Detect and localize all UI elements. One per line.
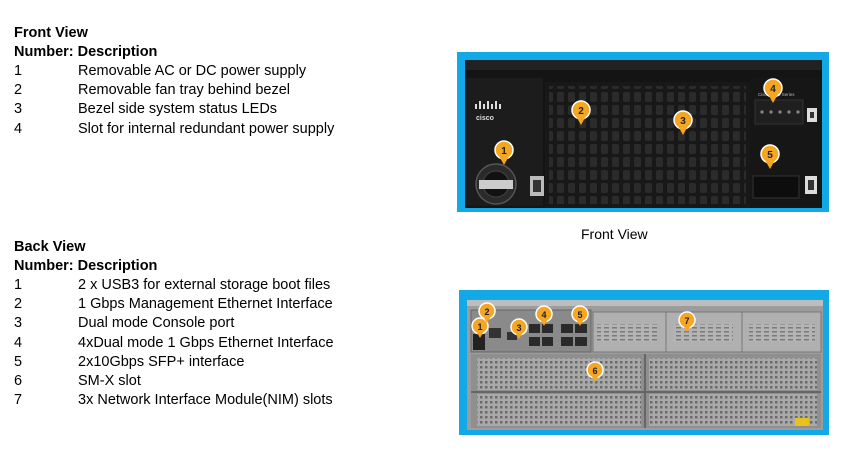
item-description: 2 x USB3 for external storage boot files [78,277,331,293]
front-view-photo: cisco Cisco 4000 Series 1 2 3 4 5 [457,52,829,212]
callout-1: 1 [471,317,489,338]
router-back-illustration: 1 2 3 4 5 6 7 [467,300,823,430]
svg-text:7: 7 [684,316,689,326]
ethernet-ports [529,324,553,346]
item-number: 6 [14,373,23,390]
item-description: 3x Network Interface Module(NIM) slots [78,392,333,409]
item-number: 1 [14,63,23,79]
list-item: 2 Removable fan tray behind bezel [14,81,334,100]
svg-text:2: 2 [484,307,489,317]
list-item: 2 1 Gbps Management Ethernet Interface [14,295,334,314]
item-number: 4 [14,120,23,137]
list-item: 7 3x Network Interface Module(NIM) slots [14,391,334,410]
list-item: 4 4xDual mode 1 Gbps Ethernet Interface [14,334,334,353]
back-view-heading: Back View [14,239,86,255]
item-number: 2 [14,82,23,99]
front-view-subheading: Number: Description [14,44,158,60]
svg-text:4: 4 [770,84,776,95]
svg-text:1: 1 [501,146,507,157]
item-description: Removable fan tray behind bezel [78,82,290,99]
item-description: 2x10Gbps SFP+ interface [78,353,245,370]
list-item: 3 Bezel side system status LEDs [14,100,334,119]
svg-text:1: 1 [477,322,482,332]
warning-label [795,418,809,426]
list-item: 6 SM-X slot [14,372,334,391]
svg-text:5: 5 [577,310,582,320]
callout-4: 4 [535,305,553,326]
management-port [489,328,501,338]
item-description: Dual mode Console port [78,315,235,332]
svg-text:3: 3 [516,323,521,333]
svg-text:6: 6 [592,366,597,376]
svg-text:cisco: cisco [476,115,494,122]
item-number: 7 [14,392,23,409]
item-description: Bezel side system status LEDs [78,101,278,118]
item-description: Slot for internal redundant power supply [78,120,335,137]
back-view-section: Back View Number: Description 1 2 x USB3 … [14,238,334,410]
router-front-illustration: cisco Cisco 4000 Series 1 2 3 4 5 [465,60,822,208]
item-number: 4 [14,334,23,351]
console-port [507,332,517,340]
callout-5: 5 [571,305,589,326]
item-number: 2 [14,296,23,313]
list-item: 3 Dual mode Console port [14,314,334,333]
callout-6: 6 [586,361,604,382]
list-item: 1 2 x USB3 for external storage boot file… [14,276,334,295]
item-description: 4xDual mode 1 Gbps Ethernet Interface [78,334,334,351]
item-number: 3 [14,315,23,332]
cisco-logo: cisco [475,101,501,122]
redundant-psu-slot [752,175,800,199]
callout-7: 7 [678,311,696,332]
svg-text:5: 5 [767,150,773,161]
front-view-caption: Front View [581,226,648,242]
callout-5: 5 [760,144,780,169]
back-view-photo: 1 2 3 4 5 6 7 [459,290,829,435]
item-description: Removable AC or DC power supply [78,63,307,79]
item-number: 1 [14,277,23,293]
svg-text:3: 3 [680,116,686,127]
sfp-ports [561,324,587,346]
item-description: SM-X slot [78,373,141,390]
list-item: 4 Slot for internal redundant power suppl… [14,120,334,139]
back-view-subheading: Number: Description [14,258,158,274]
front-view-heading: Front View [14,25,88,41]
list-item: 5 2x10Gbps SFP+ interface [14,353,334,372]
callout-3: 3 [510,318,528,339]
psu-label [479,180,513,189]
callout-2: 2 [571,100,591,125]
callout-1: 1 [494,140,514,165]
item-description: 1 Gbps Management Ethernet Interface [78,296,333,313]
item-number: 3 [14,101,23,118]
item-number: 5 [14,353,23,370]
callout-3: 3 [673,110,693,135]
callout-4: 4 [763,78,783,103]
callout-2: 2 [478,302,496,323]
usb-ports [473,334,485,350]
svg-text:2: 2 [578,106,584,117]
svg-text:4: 4 [541,310,546,320]
list-item: 1 Removable AC or DC power supply [14,62,334,81]
